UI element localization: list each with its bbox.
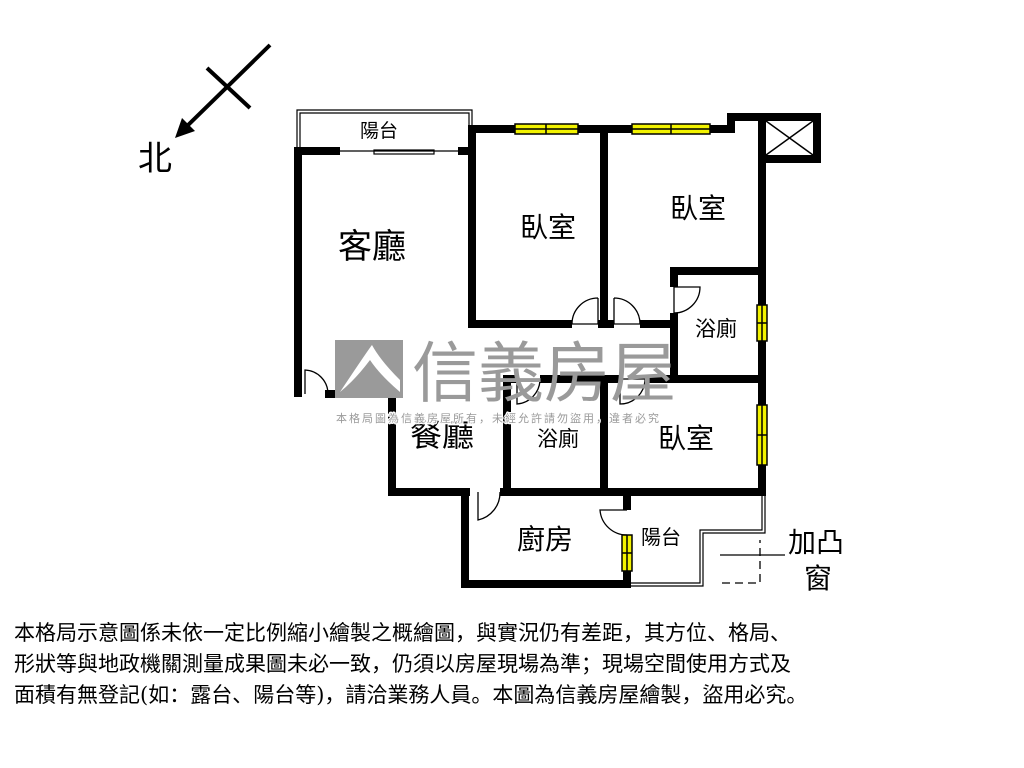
vent-shaft-icon bbox=[765, 120, 814, 156]
watermark-logo-icon bbox=[335, 340, 403, 398]
watermark-brand: 信義房屋 bbox=[412, 335, 676, 412]
room-label-bathroom-2: 浴廁 bbox=[537, 427, 579, 451]
room-label-balcony-back: 陽台 bbox=[641, 525, 681, 549]
room-label-kitchen: 廚房 bbox=[517, 523, 573, 556]
room-label-bathroom-1: 浴廁 bbox=[695, 317, 737, 341]
bay-window-label-line2: 窗 bbox=[804, 562, 832, 595]
room-label-balcony-front: 陽台 bbox=[360, 120, 398, 142]
bay-window bbox=[720, 540, 785, 584]
balcony-outline bbox=[296, 109, 766, 587]
room-label-dining-room: 餐廳 bbox=[410, 416, 474, 454]
bay-window-label-line1: 加凸 bbox=[788, 526, 844, 559]
disclaimer-line: 本格局示意圖係未依一定比例縮小繪製之概繪圖，與實況仍有差距，其方位、格局、 bbox=[14, 621, 791, 645]
room-label-bedroom-1: 臥室 bbox=[520, 211, 576, 244]
watermark: 信義房屋 本格局圖為信義房屋所有，未經允許請勿盜用，違者必究 bbox=[335, 335, 676, 426]
windows bbox=[514, 123, 768, 572]
disclaimer-line: 面積有無登記(如：露台、陽台等)，請洽業務人員。本圖為信義房屋繪製，盜用必究。 bbox=[14, 683, 808, 707]
north-label: 北 bbox=[138, 139, 172, 179]
disclaimer-line: 形狀等與地政機關測量成果圖未必一致，仍須以房屋現場為準；現場空間使用方式及 bbox=[14, 652, 791, 676]
watermark-notice: 本格局圖為信義房屋所有，未經允許請勿盜用，違者必究 bbox=[336, 411, 661, 425]
room-label-bedroom-2: 臥室 bbox=[670, 192, 726, 225]
disclaimer: 本格局示意圖係未依一定比例縮小繪製之概繪圖，與實況仍有差距，其方位、格局、 形狀… bbox=[14, 618, 1014, 711]
north-arrow-icon bbox=[175, 43, 272, 138]
room-label-bedroom-3: 臥室 bbox=[658, 422, 714, 455]
doors bbox=[304, 286, 701, 536]
room-label-living-room: 客廳 bbox=[338, 227, 406, 267]
